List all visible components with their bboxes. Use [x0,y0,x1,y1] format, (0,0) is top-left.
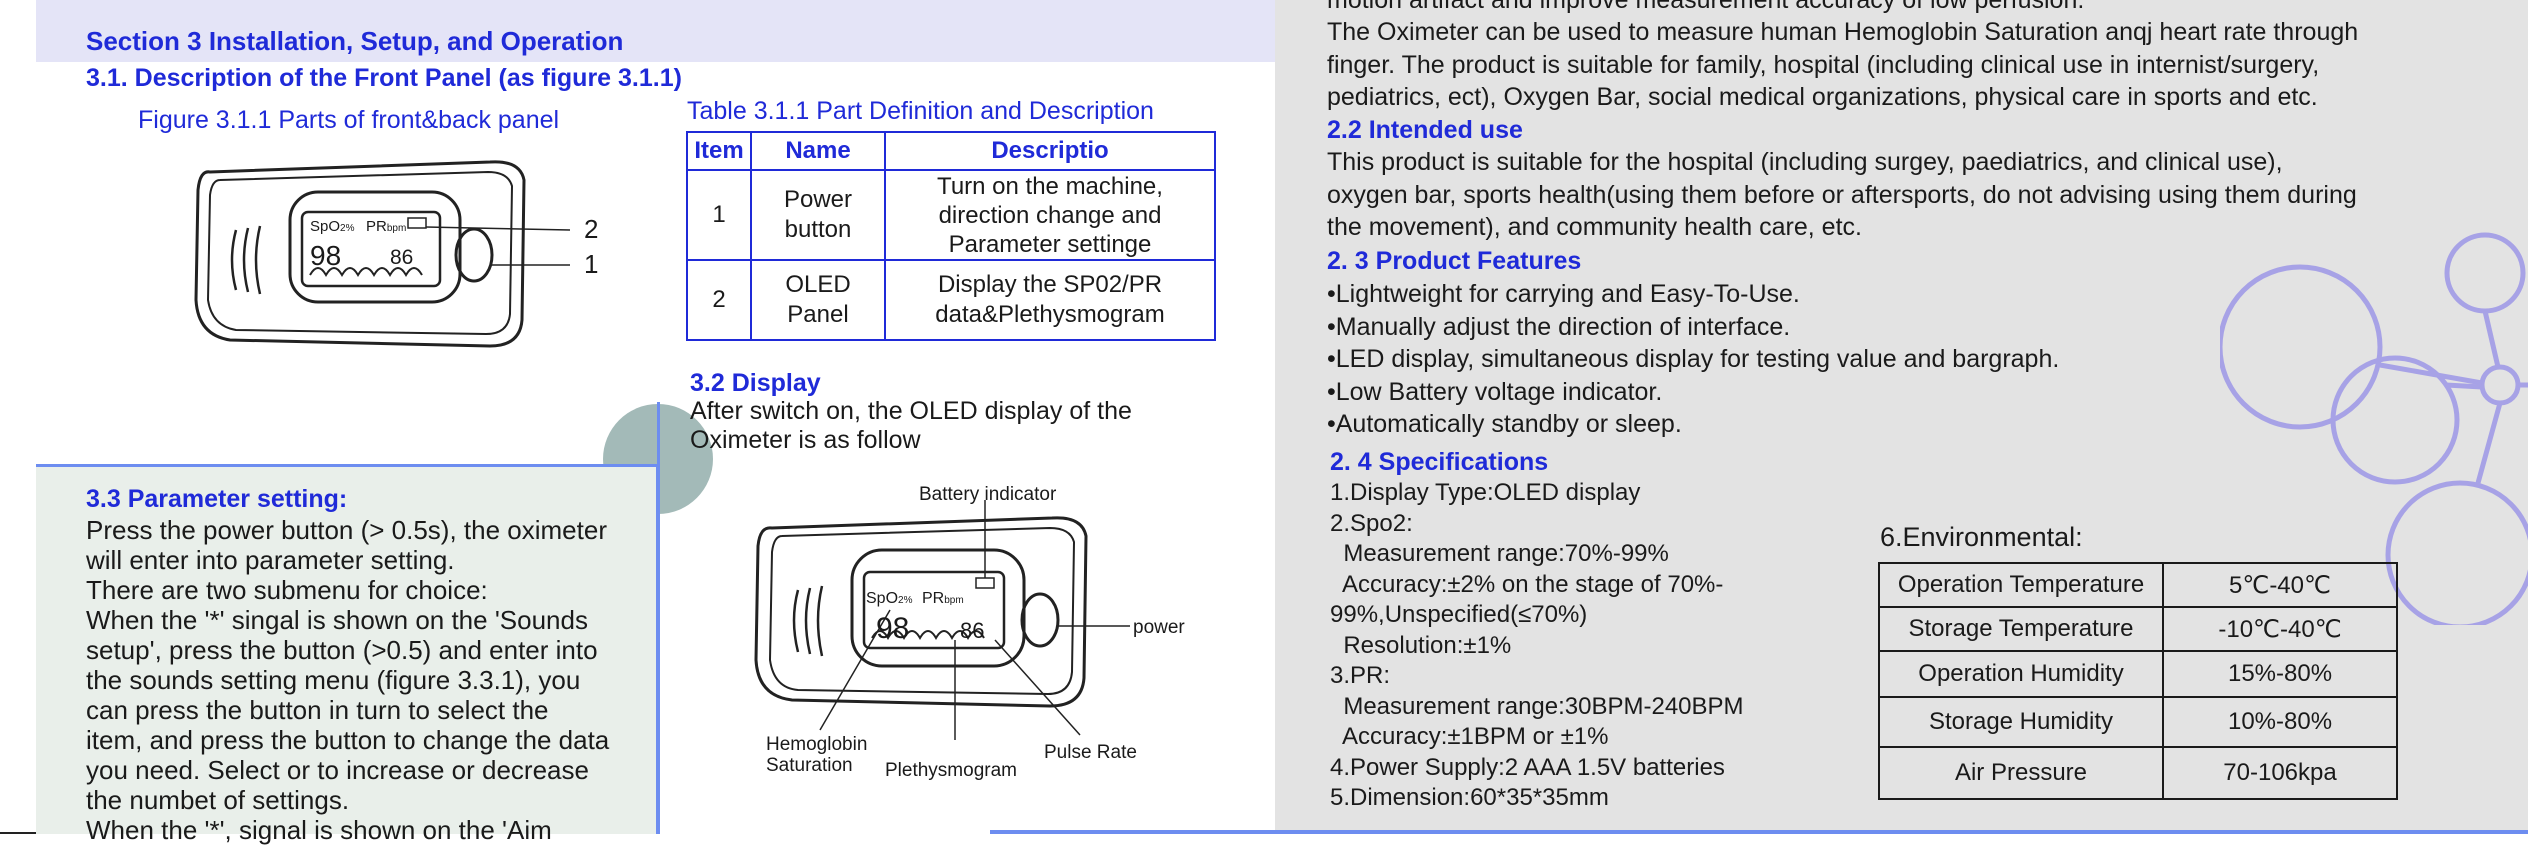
bottom-accent-line-right [1275,830,2528,834]
label-battery-indicator: Battery indicator [919,484,1057,505]
figure-screen-value-pr: 86 [390,246,414,269]
table-row: Storage Temperature -10℃-40℃ [1878,606,2398,652]
env-label: Operation Temperature [1878,562,2164,608]
env-label: Storage Temperature [1878,606,2164,652]
divider-vertical [657,402,660,834]
crop-mark [0,832,36,834]
environmental-table: Operation Temperature 5℃-40℃ Storage Tem… [1878,562,2398,800]
parameter-setting-panel [36,464,659,834]
specifications-list: 1.Display Type:OLED display 2.Spo2: Meas… [1330,479,1744,811]
display-text: After switch on, the OLED display of the… [690,397,1132,454]
table-row: Operation Temperature 5℃-40℃ [1878,562,2398,608]
table-title: Table 3.1.1 Part Definition and Descript… [687,97,1154,125]
figure-label-1: 1 [584,249,599,279]
env-value: 5℃-40℃ [2162,562,2398,608]
intended-use-heading: 2.2 Intended use [1327,116,1523,144]
figure-screen-pr: PRbpm [366,218,407,235]
table-header-description: Descriptio [884,131,1216,171]
section-title: Section 3 Installation, Setup, and Opera… [86,26,624,56]
list-item: •Automatically standby or sleep. [1327,410,1682,438]
env-value: 70-106kpa [2162,746,2398,800]
table-header-item: Item [686,131,752,171]
product-features-heading: 2. 3 Product Features [1327,247,1582,275]
env-value: -10℃-40℃ [2162,606,2398,652]
right-top-cut-text: motion artifact and improve measurement … [1327,0,2085,14]
env-value: 10%-80% [2162,696,2398,748]
list-item: •Manually adjust the direction of interf… [1327,312,1791,341]
table-cell-item: 1 [686,169,752,261]
specifications-heading: 2. 4 Specifications [1330,448,1549,476]
env-value: 15%-80% [2162,650,2398,698]
display-screen-value-spo2: 98 [876,612,910,645]
env-label: Storage Humidity [1878,696,2164,748]
section-banner [36,0,1276,62]
intended-use-text: This product is suitable for the hospita… [1327,148,2357,241]
env-label: Operation Humidity [1878,650,2164,698]
label-plethysmogram: Plethysmogram [885,760,1017,781]
table-header-row: Item Name Descriptio [686,131,1216,171]
figure-screen-spo2: SpO2% [310,218,355,235]
parameter-setting-heading: 3.3 Parameter setting: [86,485,348,513]
table-row: Air Pressure 70-106kpa [1878,746,2398,800]
label-power: power [1133,617,1185,638]
table-row: Storage Humidity 10%-80% [1878,696,2398,748]
label-pulse-rate: Pulse Rate [1044,742,1137,763]
table-header-name: Name [750,131,886,171]
table-row: Operation Humidity 15%-80% [1878,650,2398,698]
oximeter-front-figure [194,160,571,348]
display-screen-spo2: SpO2% [866,590,913,607]
figure-label-2: 2 [584,214,599,244]
table-cell-item: 2 [686,259,752,341]
parameter-setting-text: Press the power button (> 0.5s), the oxi… [86,515,610,845]
intro-paragraph: The Oximeter can be used to measure huma… [1327,18,2359,111]
display-screen-pr: PRbpm [922,590,964,607]
display-screen-value-pr: 86 [960,618,985,643]
product-features-list: •Lightweight for carrying and Easy-To-Us… [1327,278,2059,441]
figure-screen-value-spo2: 98 [310,240,342,271]
env-label: Air Pressure [1878,746,2164,800]
figure-caption: Figure 3.1.1 Parts of front&back panel [138,106,560,134]
environmental-heading: 6.Environmental: [1880,522,2083,552]
list-item: •Lightweight for carrying and Easy-To-Us… [1327,280,1800,308]
list-item: •LED display, simultaneous display for t… [1327,345,2060,373]
oximeter-display-figure [754,500,1130,740]
display-heading: 3.2 Display [690,369,821,397]
subsection-3-1-title: 3.1. Description of the Front Panel (as … [86,64,682,92]
molecule-decoration [2220,232,2528,625]
bottom-accent-line [990,830,1275,834]
table-cell-description: Turn on the machine,direction change and… [884,169,1216,261]
list-item: •Low Battery voltage indicator. [1327,377,1663,406]
